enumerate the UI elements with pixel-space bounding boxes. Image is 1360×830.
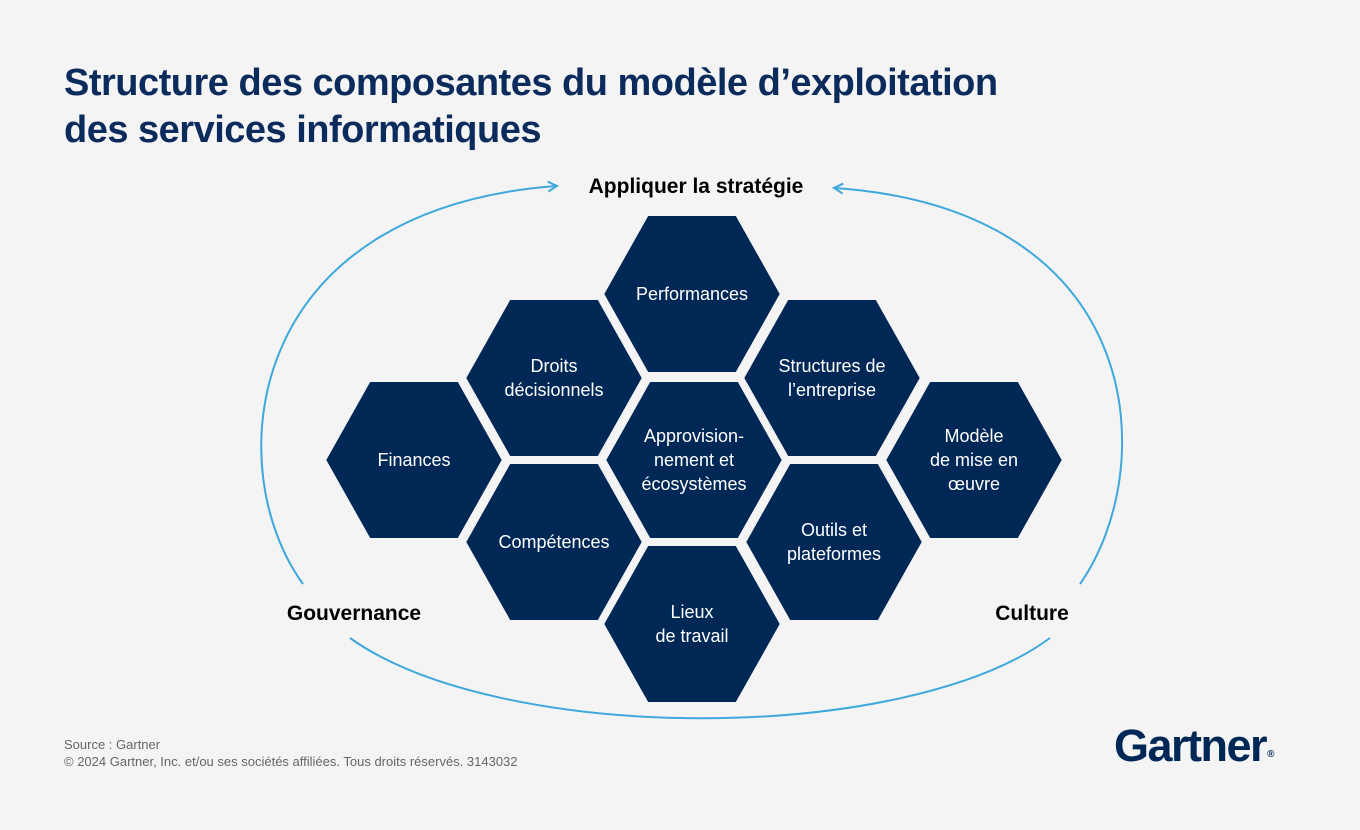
hex-lieux-travail-shape [599, 542, 785, 706]
hex-approvisionnement-shape [601, 378, 787, 542]
culture-label-bg [908, 590, 1160, 634]
hex-outils-plateformes-label-line-1: Outils et [801, 520, 867, 540]
hex-outils-plateformes: Outils et plateformes [741, 460, 927, 624]
cycle-arc-bottom [349, 637, 1051, 720]
hex-structures-entreprise-label-line-2: l’entreprise [788, 380, 876, 400]
hex-droits-decisionnels: Droits décisionnels [461, 296, 647, 460]
page-title: Structure des composantes du modèle d’ex… [64, 60, 1214, 154]
hex-modele-mise-en-oeuvre: Modèle de mise en œuvre [881, 378, 1067, 542]
hex-competences: Compétences [461, 460, 647, 624]
hex-structures-entreprise-label-line-1: Structures de [778, 356, 885, 376]
cycle-arrow-right [835, 188, 1124, 585]
hex-performances: Performances [599, 212, 785, 376]
hex-structures-entreprise-shape [739, 296, 925, 460]
hex-finances-label-line-1: Finances [377, 450, 450, 470]
cycle-label-right: Culture [995, 602, 1069, 625]
hex-modele-mise-en-oeuvre-label-line-2: de mise en [930, 450, 1018, 470]
hex-approvisionnement-label-line-1: Approvision- [644, 426, 744, 446]
hex-droits-decisionnels-label-line-2: décisionnels [504, 380, 603, 400]
hex-performances-label-line-1: Performances [636, 284, 748, 304]
cycle-label-left: Gouvernance [287, 602, 421, 625]
hex-competences-shape [461, 460, 647, 624]
source-text: Source : Gartner [64, 737, 161, 752]
hex-modele-mise-en-oeuvre-label-line-3: œuvre [948, 474, 1000, 494]
hex-approvisionnement-label-line-3: écosystèmes [641, 474, 746, 494]
copyright-text: © 2024 Gartner, Inc. et/ou ses sociétés … [64, 754, 518, 769]
cycle-label-top: Appliquer la stratégie [589, 175, 804, 198]
hex-modele-mise-en-oeuvre-label-line-1: Modèle [944, 426, 1003, 446]
hex-droits-decisionnels-label-line-1: Droits [530, 356, 577, 376]
hex-lieux-travail: Lieux de travail [599, 542, 785, 706]
hex-lieux-travail-label-line-1: Lieux [670, 602, 713, 622]
hex-outils-plateformes-shape [741, 460, 927, 624]
gartner-logo: Gartner® [1114, 718, 1274, 783]
hex-droits-decisionnels-shape [461, 296, 647, 460]
hex-structures-entreprise: Structures de l’entreprise [739, 296, 925, 460]
logo-registered-mark: ® [1267, 749, 1275, 760]
title-line-2: des services informatiques [64, 109, 542, 151]
cycle-arrow-left [260, 186, 556, 585]
hex-competences-label-line-1: Compétences [498, 532, 609, 552]
title-line-1: Structure des composantes du modèle d’ex… [64, 62, 998, 104]
hex-finances-shape [321, 378, 507, 542]
footer: Source : Gartner © 2024 Gartner, Inc. et… [64, 736, 518, 770]
hex-approvisionnement: Approvision-nement et écosystèmes [601, 378, 787, 542]
hex-lieux-travail-label-line-2: de travail [655, 626, 728, 646]
hex-performances-shape [599, 212, 785, 376]
hex-approvisionnement-label-line-2: nement et [654, 450, 734, 470]
logo-text: Gartner [1114, 720, 1268, 771]
hex-modele-mise-en-oeuvre-shape [881, 378, 1067, 542]
gouvernance-label-bg [222, 590, 484, 634]
hex-finances: Finances [321, 378, 507, 542]
hex-outils-plateformes-label-line-2: plateformes [787, 544, 881, 564]
